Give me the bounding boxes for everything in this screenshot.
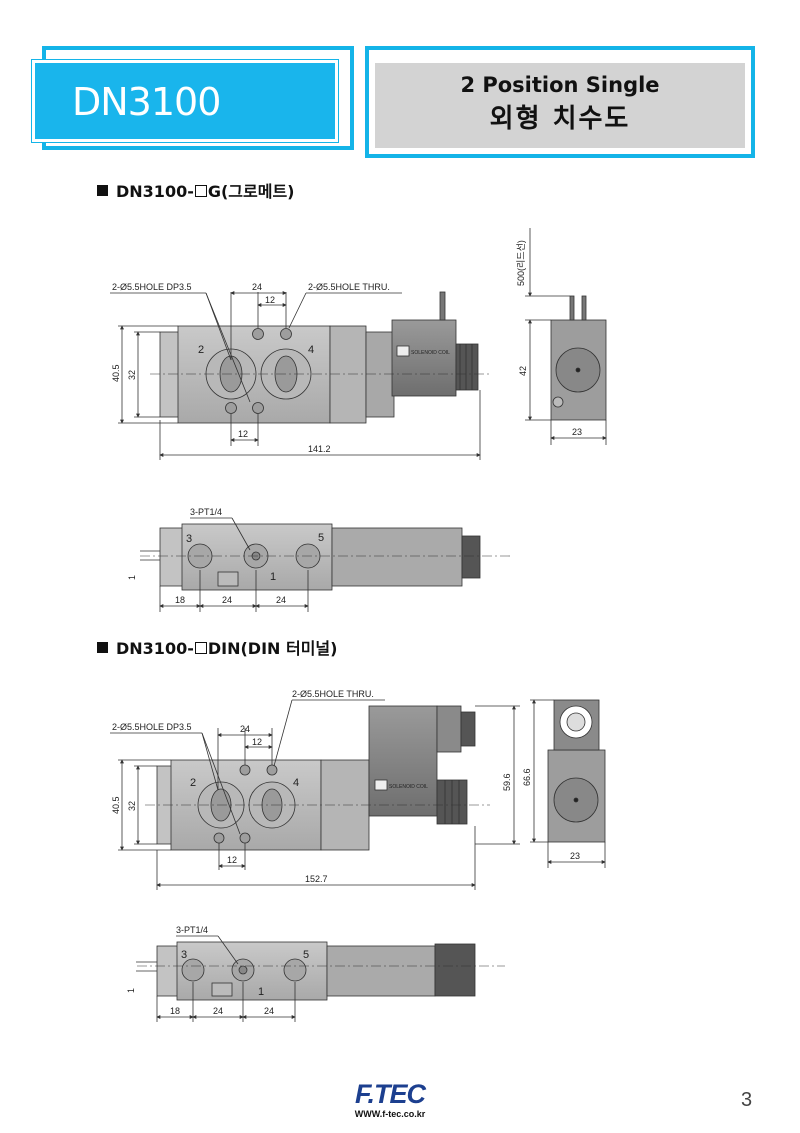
svg-text:18: 18 xyxy=(175,595,185,605)
din-bottom-labels: 3-PT1/4 3 5 1 1 18 24 24 xyxy=(126,925,309,1016)
svg-text:24: 24 xyxy=(276,595,286,605)
header-model-panel xyxy=(31,59,339,143)
svg-text:3: 3 xyxy=(181,949,187,961)
grommet-bottom-view xyxy=(140,517,510,612)
svg-text:SOLENOID COIL: SOLENOID COIL xyxy=(389,784,428,790)
din-side-view xyxy=(530,699,606,868)
grommet-top-labels: 2-Ø5.5HOLE DP3.5 2-Ø5.5HOLE THRU. 24 12 … xyxy=(111,282,450,454)
svg-text:23: 23 xyxy=(572,427,582,437)
svg-text:4: 4 xyxy=(293,777,299,789)
svg-text:32: 32 xyxy=(127,370,137,380)
ftec-logo: F.TEC WWW.f-tec.co.kr xyxy=(342,1080,438,1120)
svg-text:4: 4 xyxy=(308,344,314,356)
svg-text:2: 2 xyxy=(198,344,204,356)
svg-text:24: 24 xyxy=(264,1006,274,1016)
svg-text:23: 23 xyxy=(570,851,580,861)
svg-text:152.7: 152.7 xyxy=(305,874,328,884)
svg-text:12: 12 xyxy=(265,295,275,305)
header-subtitle-panel: 2 Position Single 외형 치수도 xyxy=(365,46,755,158)
svg-text:1: 1 xyxy=(258,986,264,998)
svg-text:59.6: 59.6 xyxy=(502,773,512,791)
svg-text:5: 5 xyxy=(318,532,324,544)
svg-text:500(리드선): 500(리드선) xyxy=(516,240,526,286)
grommet-side-labels: 500(리드선) 42 23 xyxy=(516,240,582,437)
logo-url: WWW.f-tec.co.kr xyxy=(354,1109,426,1119)
svg-text:2-Ø5.5HOLE DP3.5: 2-Ø5.5HOLE DP3.5 xyxy=(112,282,192,292)
svg-text:3-PT1/4: 3-PT1/4 xyxy=(176,925,208,935)
grommet-side-view xyxy=(525,228,607,445)
svg-text:2-Ø5.5HOLE THRU.: 2-Ø5.5HOLE THRU. xyxy=(292,689,374,699)
svg-text:1: 1 xyxy=(126,988,136,993)
svg-text:66.6: 66.6 xyxy=(522,768,532,786)
svg-text:18: 18 xyxy=(170,1006,180,1016)
grommet-bottom-labels: 3-PT1/4 3 5 1 1 18 24 24 xyxy=(127,507,324,605)
svg-text:2-Ø5.5HOLE DP3.5: 2-Ø5.5HOLE DP3.5 xyxy=(112,722,192,732)
din-top-labels: 2-Ø5.5HOLE DP3.5 2-Ø5.5HOLE THRU. 24 12 … xyxy=(111,689,512,884)
svg-text:2-Ø5.5HOLE THRU.: 2-Ø5.5HOLE THRU. xyxy=(308,282,390,292)
bullet-square-icon xyxy=(97,642,108,653)
svg-text:24: 24 xyxy=(252,282,262,292)
svg-text:12: 12 xyxy=(252,737,262,747)
model-title: DN3100 xyxy=(72,80,221,124)
svg-text:3-PT1/4: 3-PT1/4 xyxy=(190,507,222,517)
svg-text:5: 5 xyxy=(303,949,309,961)
svg-text:40.5: 40.5 xyxy=(111,796,121,814)
grommet-top-view xyxy=(110,291,492,460)
svg-text:141.2: 141.2 xyxy=(308,444,331,454)
svg-text:1: 1 xyxy=(270,571,276,583)
svg-text:2: 2 xyxy=(190,777,196,789)
svg-text:24: 24 xyxy=(240,724,250,734)
svg-text:24: 24 xyxy=(213,1006,223,1016)
bullet-square-icon xyxy=(97,185,108,196)
svg-text:24: 24 xyxy=(222,595,232,605)
svg-text:3: 3 xyxy=(186,533,192,545)
blank-box-icon xyxy=(194,642,207,654)
header-subtitle-background xyxy=(375,63,745,148)
din-top-view xyxy=(110,699,520,890)
svg-text:SOLENOID COIL: SOLENOID COIL xyxy=(411,350,450,356)
svg-text:1: 1 xyxy=(127,575,137,580)
svg-text:42: 42 xyxy=(518,366,528,376)
logo-mark: F.TEC xyxy=(354,1079,426,1109)
subtitle-korean: 외형 치수도 xyxy=(489,104,631,134)
blank-box-icon xyxy=(194,185,207,197)
section-title-din: DN3100-DIN(DIN 터미널) xyxy=(97,635,337,659)
din-side-labels: 66.6 23 xyxy=(522,768,580,861)
svg-text:12: 12 xyxy=(227,855,237,865)
page-number: 3 xyxy=(741,1089,753,1111)
svg-text:12: 12 xyxy=(238,429,248,439)
section-title-grommet: DN3100-G(그로메트) xyxy=(97,178,294,202)
din-bottom-view xyxy=(136,935,505,1022)
svg-text:40.5: 40.5 xyxy=(111,364,121,382)
subtitle-english: 2 Position Single xyxy=(460,73,660,97)
svg-text:32: 32 xyxy=(127,801,137,811)
